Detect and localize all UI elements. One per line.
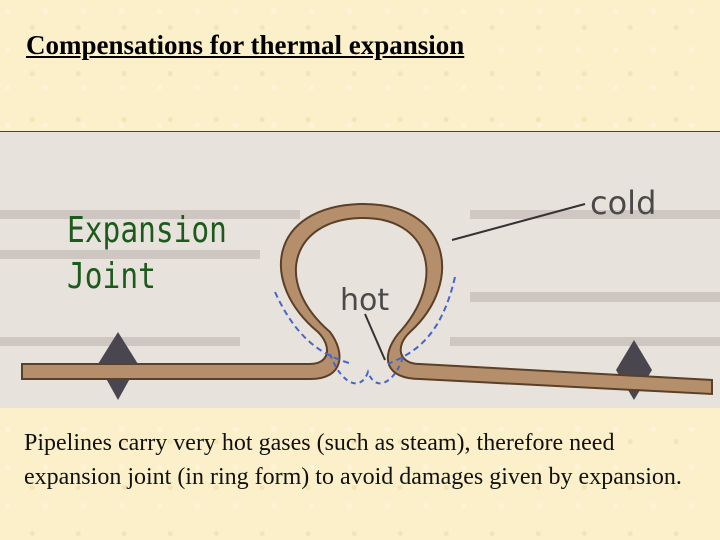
expansion-joint-photo: cold hot bbox=[0, 131, 720, 408]
hot-position-dashed bbox=[274, 276, 456, 365]
pipe-outline bbox=[21, 202, 713, 396]
hot-leader-line bbox=[364, 313, 386, 361]
hot-label: hot bbox=[340, 283, 389, 318]
expansion-joint-label-line1: Expansion bbox=[67, 210, 227, 251]
expansion-joint-label: Expansion Joint bbox=[67, 208, 227, 300]
slide-caption: Pipelines carry very hot gases (such as … bbox=[24, 430, 682, 490]
slide-title: Compensations for thermal expansion bbox=[26, 30, 465, 60]
expansion-joint-label-line2: Joint bbox=[67, 256, 156, 297]
cold-label: cold bbox=[590, 184, 656, 222]
cold-leader-line bbox=[451, 203, 586, 241]
